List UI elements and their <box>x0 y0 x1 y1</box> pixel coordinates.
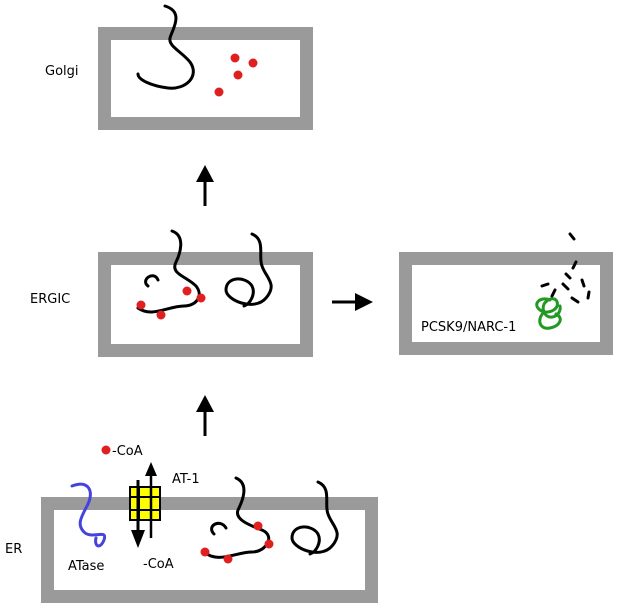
er-compartment <box>41 462 378 603</box>
ergic-protein-loop <box>144 274 160 288</box>
acetyl-coa-import-arrow <box>131 480 145 548</box>
arrow-right-to-degradation <box>332 293 373 311</box>
acetyl-dot <box>182 286 192 296</box>
er-folded-protein <box>290 480 339 556</box>
acetyl-dot <box>196 293 206 303</box>
acetyl-dot <box>233 70 243 80</box>
atase-label: ATase <box>68 559 104 574</box>
ergic-acetylated-protein <box>136 229 201 314</box>
coa-label: -CoA <box>143 557 174 572</box>
acetyl-dot <box>248 58 258 68</box>
er-lumen <box>54 510 365 590</box>
acetyl-dot <box>214 87 224 97</box>
acetyl-dot <box>136 300 146 310</box>
arrow-up-to-ergic <box>196 395 214 436</box>
at1-transporter <box>129 486 161 521</box>
at1-label: AT-1 <box>172 472 200 487</box>
degraded-protein-fragments <box>540 232 591 304</box>
er-acetylated-protein <box>202 476 271 559</box>
atase-enzyme <box>70 482 107 548</box>
golgi-compartment <box>98 4 313 130</box>
acetyl-dot <box>223 554 233 564</box>
pcsk9-label: PCSK9/NARC-1 <box>421 320 516 335</box>
er-protein-loop <box>210 521 228 536</box>
acetyl-dot <box>230 53 240 63</box>
arrow-up-to-golgi <box>196 165 214 206</box>
er-label: ER <box>5 542 22 557</box>
acetyl-dot <box>156 310 166 320</box>
acetyl-dot <box>200 547 210 557</box>
ergic-folded-protein <box>224 232 273 308</box>
golgi-label: Golgi <box>45 64 79 79</box>
acetyl-coa-dot <box>101 445 111 455</box>
ergic-compartment <box>98 229 313 357</box>
acetyl-dot <box>253 521 263 531</box>
degradation-compartment <box>399 232 613 355</box>
acetyl-coa-label: -CoA <box>112 444 143 459</box>
pcsk9-protease <box>535 297 562 330</box>
ergic-label: ERGIC <box>30 292 70 307</box>
coa-export-arrow <box>145 462 157 538</box>
golgi-protein <box>136 4 195 90</box>
acetyl-dot <box>264 539 274 549</box>
